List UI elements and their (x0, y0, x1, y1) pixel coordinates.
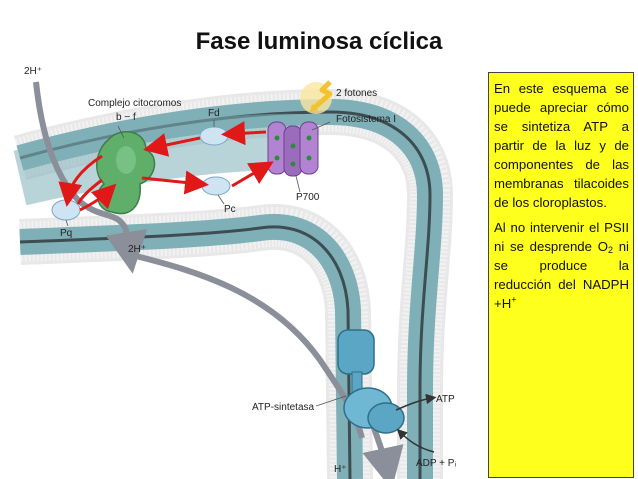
explanation-paragraph-1: En este esquema se puede apreciar cómo s… (494, 81, 629, 210)
label-p700: P700 (296, 192, 320, 203)
label-complejo-bf: b − f (116, 112, 136, 123)
ferredoxin-carrier (199, 126, 229, 146)
oxygen-subscript: 2 (607, 245, 613, 255)
electron-flow-arrows (58, 121, 274, 212)
cytochrome-b-f-complex (96, 131, 156, 215)
label-fd: Fd (208, 108, 220, 119)
label-h-bottom: H⁺ (334, 464, 347, 475)
label-atp-sintetasa: ATP-sintetasa (252, 402, 314, 413)
plastoquinone-carrier (51, 199, 81, 221)
label-pq: Pq (60, 228, 72, 239)
explanation-paragraph-2: Al no intervenir el PSII ni se desprende… (494, 218, 629, 313)
label-fotosistema: Fotosistema I (336, 114, 396, 125)
label-fotones: 2 fotones (336, 88, 377, 99)
explanation-box: En este esquema se puede apreciar cómo s… (488, 72, 634, 478)
photon-icon (300, 80, 333, 114)
page-title: Fase luminosa cíclica (195, 28, 443, 55)
cyclic-photophosphorylation-diagram: 2H⁺ Complejo citocromos b − f Fd 2 foton… (13, 66, 456, 479)
plastocyanin-carrier (201, 176, 231, 196)
label-complejo: Complejo citocromos (88, 98, 181, 109)
photosystem-i (267, 121, 319, 177)
label-adp: ADP + Pᵢ (416, 458, 456, 469)
label-atp: ATP (436, 394, 455, 405)
leader-lines (65, 120, 347, 407)
explanation-text-a: Al no intervenir el PSII ni se desprende… (494, 220, 629, 254)
proton-superscript: + (511, 294, 517, 305)
adp-arrow (396, 428, 435, 453)
label-h-mid: 2H⁺ (128, 244, 146, 255)
label-h-top: 2H⁺ (24, 66, 42, 77)
explanation-text-b: ni se produce la reducción del NADPH +H (494, 239, 629, 311)
label-pc: Pc (224, 204, 236, 215)
atp-arrow (395, 393, 437, 411)
atp-synthase (337, 329, 405, 434)
